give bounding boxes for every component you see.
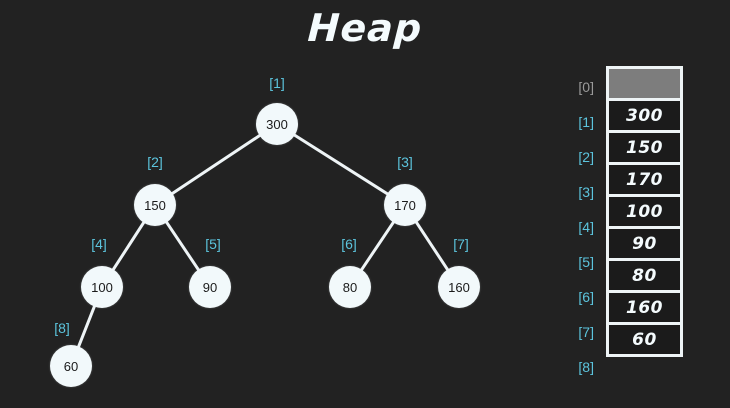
tree-edge	[415, 221, 449, 271]
array-index-label-5: [5]	[578, 253, 594, 270]
array-cell-7[interactable]: 160	[609, 293, 680, 325]
tree-edge	[77, 305, 96, 348]
tree-edge	[360, 220, 395, 272]
node-index-label-1: [2]	[147, 154, 163, 170]
array-cell-4[interactable]: 100	[609, 197, 680, 229]
tree-node-5[interactable]: 80	[329, 266, 371, 308]
tree-edge	[170, 134, 262, 195]
array-index-label-7: [7]	[578, 323, 594, 340]
node-index-label-3: [4]	[91, 236, 107, 252]
array-index-column: [0] [1] [2] [3] [4] [5] [6] [7] [8]	[556, 66, 606, 384]
node-index-label-2: [3]	[397, 154, 413, 170]
tree-edges	[77, 133, 449, 348]
node-index-label-0: [1]	[269, 75, 285, 91]
array-cell-5[interactable]: 90	[609, 229, 680, 261]
array-index-label-3: [3]	[578, 183, 594, 200]
node-index-label-4: [5]	[205, 236, 221, 252]
array-cell-8[interactable]: 60	[609, 325, 680, 354]
tree-node-3[interactable]: 100	[81, 266, 123, 308]
tree-node-0[interactable]: 300	[256, 103, 298, 145]
array-index-label-0: [0]	[578, 78, 594, 95]
node-index-label-7: [8]	[54, 320, 70, 336]
tree-edge	[165, 220, 200, 272]
node-index-label-6: [7]	[453, 236, 469, 252]
tree-node-4[interactable]: 90	[189, 266, 231, 308]
tree-node-7[interactable]: 60	[50, 345, 92, 387]
node-index-label-5: [6]	[341, 236, 357, 252]
array-index-label-1: [1]	[578, 113, 594, 130]
tree-edge	[111, 221, 146, 271]
array-cell-1[interactable]: 300	[609, 101, 680, 133]
binary-tree-diagram: [1] 300 [2] 150 [3] 170 [4] 100 [5] 90 [6] 80 [7] 160…	[50, 75, 480, 387]
tree-node-1[interactable]: 150	[134, 184, 176, 226]
array-index-label-8: [8]	[578, 358, 594, 375]
array-cell-3[interactable]: 170	[609, 165, 680, 197]
tree-node-6[interactable]: 160	[438, 266, 480, 308]
array-cell-6[interactable]: 80	[609, 261, 680, 293]
array-index-label-2: [2]	[578, 148, 594, 165]
array-cell-0[interactable]	[609, 69, 680, 101]
tree-edge	[293, 133, 389, 196]
tree-node-2[interactable]: 170	[384, 184, 426, 226]
array-index-label-4: [4]	[578, 218, 594, 235]
array-cell-2[interactable]: 150	[609, 133, 680, 165]
array-index-label-6: [6]	[578, 288, 594, 305]
